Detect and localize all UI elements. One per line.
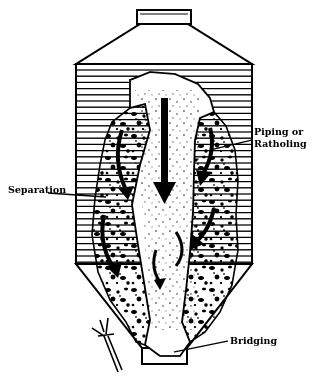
silo-roof [76, 24, 252, 64]
label-piping: Piping or [254, 127, 304, 138]
silo-hatch [137, 10, 191, 24]
label-separation: Separation [8, 185, 66, 196]
label-ratholing: Ratholing [254, 139, 307, 150]
label-bridging: Bridging [230, 336, 277, 347]
vibrator-icon [92, 318, 122, 372]
